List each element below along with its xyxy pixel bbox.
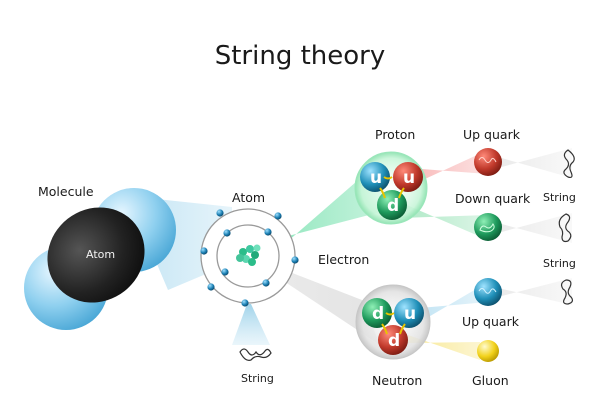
electron-7: [200, 247, 208, 255]
neutron-down-quark-1: [362, 298, 392, 328]
molecule-label: Molecule: [38, 184, 94, 199]
cone-proton-upquark: [408, 150, 488, 184]
proton-quark-u1: u: [370, 168, 382, 188]
electron-2: [264, 228, 272, 236]
atom-label: Atom: [232, 190, 265, 205]
molecule-black-atom: [47, 207, 145, 303]
string-bottom-icon: [239, 348, 272, 361]
gluon-label: Gluon: [472, 373, 509, 388]
string-right-label-1: String: [543, 191, 576, 204]
atom: [200, 208, 299, 307]
electron-4: [262, 279, 270, 287]
neutron-label: Neutron: [372, 373, 422, 388]
molecule-atom-label: Atom: [86, 248, 115, 261]
up-quark-bottom-label: Up quark: [462, 314, 520, 329]
string-bottom-label: String: [241, 372, 274, 385]
down-quark-green: [474, 213, 502, 241]
electron-6: [274, 212, 282, 220]
neutron: d u d: [355, 284, 431, 360]
down-quark-label: Down quark: [455, 191, 531, 206]
proton-label: Proton: [375, 127, 415, 142]
string-right-label-2: String: [543, 257, 576, 270]
neutron-up-quark: [394, 298, 424, 328]
electron-3: [221, 268, 229, 276]
proton-quark-d: d: [387, 196, 399, 216]
atom-nucleus: [236, 244, 261, 266]
electron-1: [223, 229, 231, 237]
diagram-title: String theory: [215, 41, 386, 71]
string-right-2-icon: [558, 213, 572, 243]
cone-upquark-string: [498, 148, 572, 178]
electron-label: Electron: [318, 252, 369, 267]
molecule: Atom: [24, 188, 176, 330]
electron-10: [241, 299, 249, 307]
proton: u u d: [354, 151, 428, 225]
up-quark-top-label: Up quark: [463, 127, 521, 142]
proton-up-quark-2: [393, 162, 423, 192]
proton-quark-u2: u: [403, 168, 415, 188]
up-quark-red: [474, 148, 502, 176]
electron-9: [207, 283, 215, 291]
string-right-3-icon: [560, 279, 574, 305]
cone-atom-string: [232, 304, 270, 345]
neutron-quark-d1: d: [372, 304, 384, 324]
neutron-quark-d2: d: [388, 331, 400, 351]
gluon: [477, 340, 499, 362]
neutron-quark-u: u: [404, 304, 416, 324]
proton-up-quark-1: [360, 162, 390, 192]
electron-5: [216, 209, 224, 217]
cone-downquark-string: [498, 213, 572, 243]
electron-8: [291, 256, 299, 264]
cone-blueupquark-string: [498, 278, 572, 305]
up-quark-blue: [474, 278, 502, 306]
cone-neutron-upquark: [420, 282, 488, 322]
string-right-1-icon: [563, 149, 575, 179]
